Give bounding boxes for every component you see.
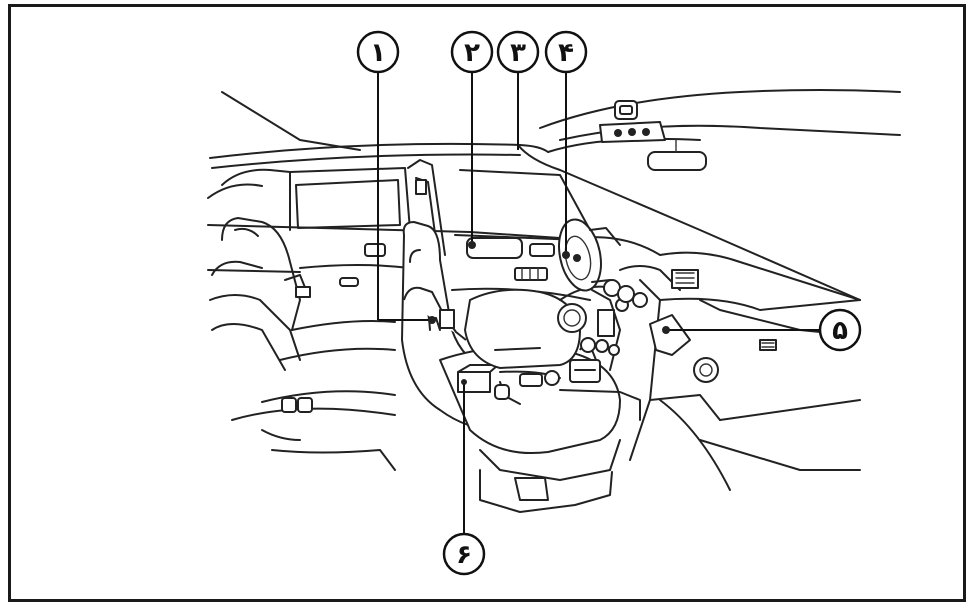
callout-badge-2: ۲	[450, 30, 494, 74]
leader-lines	[377, 73, 820, 534]
figure-frame	[8, 4, 966, 602]
callout-label-2: ۲	[464, 38, 480, 68]
callout-badge-3: ۳	[496, 30, 540, 74]
callout-label-4: ۴	[558, 38, 574, 68]
callout-badge-6: ۶	[442, 532, 486, 576]
rear-seat	[209, 217, 396, 471]
roof-structure	[209, 89, 901, 301]
callout-badge-1: ۱	[356, 30, 400, 74]
callout-label-5: ۵	[832, 316, 848, 346]
callout-label-1: ۱	[370, 38, 386, 68]
callout-label-6: ۶	[456, 540, 472, 570]
callout-badge-5: ۵	[818, 308, 862, 352]
callout-badge-4: ۴	[544, 30, 588, 74]
passenger-seat	[403, 286, 581, 369]
steering-wheel	[558, 218, 621, 292]
side-doors	[207, 159, 591, 301]
callout-label-3: ۳	[510, 38, 526, 68]
dashboard	[494, 236, 861, 491]
